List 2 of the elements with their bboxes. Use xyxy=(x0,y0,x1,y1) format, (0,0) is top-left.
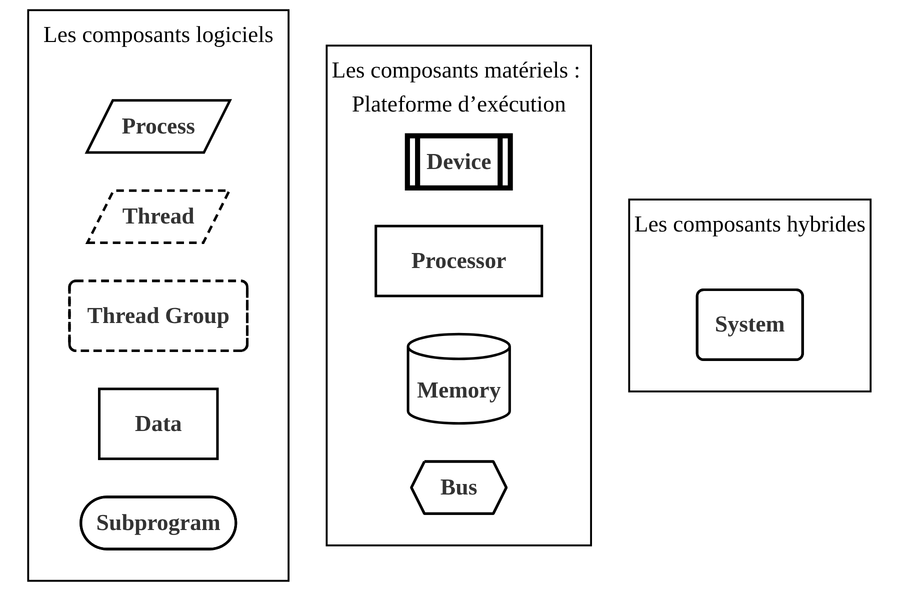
node-box: Data xyxy=(98,388,218,460)
node-box: Processor xyxy=(374,224,543,298)
